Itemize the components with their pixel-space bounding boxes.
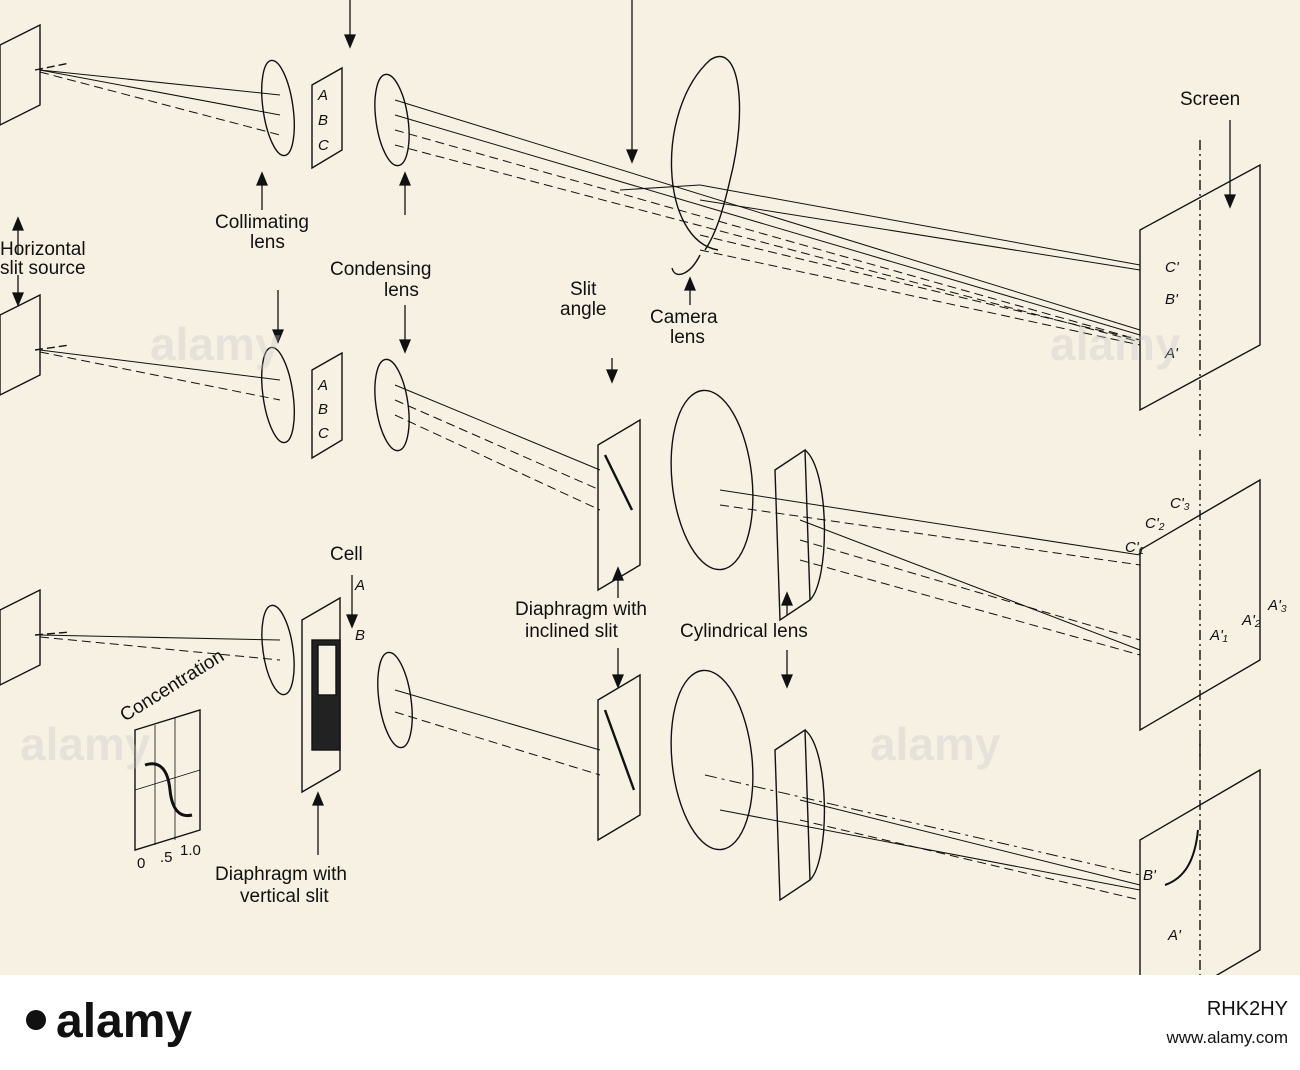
label-collimating-lens-2: lens — [250, 232, 285, 253]
row1-condensing-lens — [374, 73, 410, 167]
label-condensing-lens-2: lens — [384, 280, 419, 301]
axis-tick-05: .5 — [160, 849, 173, 866]
label-concentration: Concentration — [117, 646, 228, 726]
label-slit-angle-2: angle — [560, 299, 607, 320]
watermark-text-4: alamy — [870, 718, 1001, 770]
row3-screen-plate — [1139, 740, 1261, 1022]
row3-camera-lens — [670, 669, 754, 851]
row2-screen-plate — [1139, 450, 1261, 760]
label-camera-lens-1: Camera — [650, 307, 718, 328]
watermark-text-3: alamy — [20, 718, 151, 770]
footer-svg: alamy RHK2HY www.alamy.com — [0, 975, 1300, 1065]
point-b-prime-row3: B' — [1143, 867, 1157, 884]
point-c2-prime: C'₂ — [1145, 515, 1165, 532]
point-a-prime-row1: A' — [1164, 345, 1179, 362]
concentration-inset-graph — [134, 709, 201, 851]
row3-cell — [301, 596, 341, 794]
row3-light-rays — [39, 634, 1141, 901]
label-diaphragm-inclined-1: Diaphragm with — [515, 599, 647, 620]
axis-tick-0: 0 — [137, 855, 145, 872]
label-diaphragm-vertical-2: vertical slit — [240, 886, 329, 907]
watermark-text-1: alamy — [150, 318, 281, 370]
label-cell: Cell — [330, 544, 363, 565]
axis-tick-10: 1.0 — [180, 842, 201, 859]
label-diaphragm-inclined-2: inclined slit — [525, 621, 619, 642]
point-b-cell: B — [355, 627, 365, 644]
row1-diaphragm-plate — [311, 66, 343, 170]
point-a1-prime: A'₁ — [1209, 627, 1228, 644]
row2-slit-source-plate — [0, 293, 71, 396]
point-c3-prime: C'₃ — [1170, 495, 1190, 512]
alamy-logo: alamy — [26, 995, 192, 1048]
point-c-row1: C — [318, 137, 329, 154]
point-a-row1: A — [317, 87, 328, 104]
footer-image-id: RHK2HY — [1207, 998, 1288, 1020]
row3-cylindrical-lens — [774, 728, 826, 902]
watermark-text-2: alamy — [1050, 318, 1181, 370]
row1-screen-plate — [1139, 140, 1261, 440]
point-c1-prime: C'₁ — [1125, 539, 1144, 556]
label-condensing-lens-1: Condensing — [330, 259, 431, 280]
label-slit-angle-1: Slit — [570, 279, 597, 300]
optics-schematic-svg: Horizontal slit source Collimating lens … — [0, 0, 1287, 1022]
row2-camera-lens — [670, 389, 754, 571]
row2-light-rays — [39, 349, 1141, 656]
row2-cylindrical-lens — [774, 448, 826, 622]
point-a-row2: A — [317, 377, 328, 394]
point-c-row2: C — [318, 425, 329, 442]
label-camera-lens-2: lens — [670, 327, 705, 348]
row3-collimating-lens — [261, 604, 295, 696]
point-a2-prime: A'₂ — [1241, 612, 1261, 629]
row2-diaphragm-plate — [311, 351, 343, 460]
label-horizontal-slit-source-1: Horizontal — [0, 239, 86, 260]
point-b-row2: B — [318, 401, 328, 418]
label-arrows — [12, 0, 1236, 855]
diagram-labels: Horizontal slit source Collimating lens … — [0, 87, 1287, 944]
optical-diagram: Horizontal slit source Collimating lens … — [0, 0, 1300, 1022]
label-collimating-lens-1: Collimating — [215, 212, 309, 233]
point-b-row1: B — [318, 112, 328, 129]
label-diaphragm-vertical-1: Diaphragm with — [215, 864, 347, 885]
label-horizontal-slit-source-2: slit source — [0, 258, 86, 279]
footer-brand: alamy — [56, 995, 192, 1048]
watermark-footer: alamy RHK2HY www.alamy.com — [0, 975, 1300, 1065]
row2-condensing-lens — [374, 358, 410, 452]
row3-inclined-slit-diaphragm — [597, 673, 641, 842]
row1-collimating-lens — [261, 59, 295, 157]
point-a-cell: A — [354, 577, 365, 594]
label-screen: Screen — [1180, 89, 1240, 110]
row1-light-rays — [39, 69, 1141, 346]
point-c-prime-row1: C' — [1165, 259, 1180, 276]
row3-condensing-lens — [377, 651, 413, 749]
point-b-prime-row1: B' — [1165, 291, 1179, 308]
row2-inclined-slit-diaphragm — [597, 418, 641, 592]
label-cylindrical-lens: Cylindrical lens — [680, 621, 808, 642]
point-a-prime-row3: A' — [1167, 927, 1182, 944]
watermark-overlay: alamy alamy alamy alamy — [20, 318, 1181, 770]
footer-url: www.alamy.com — [1165, 1028, 1288, 1047]
point-a3-prime: A'₃ — [1267, 597, 1287, 614]
row3-slit-source-plate — [0, 588, 71, 686]
row1-slit-source-plate — [0, 23, 71, 126]
